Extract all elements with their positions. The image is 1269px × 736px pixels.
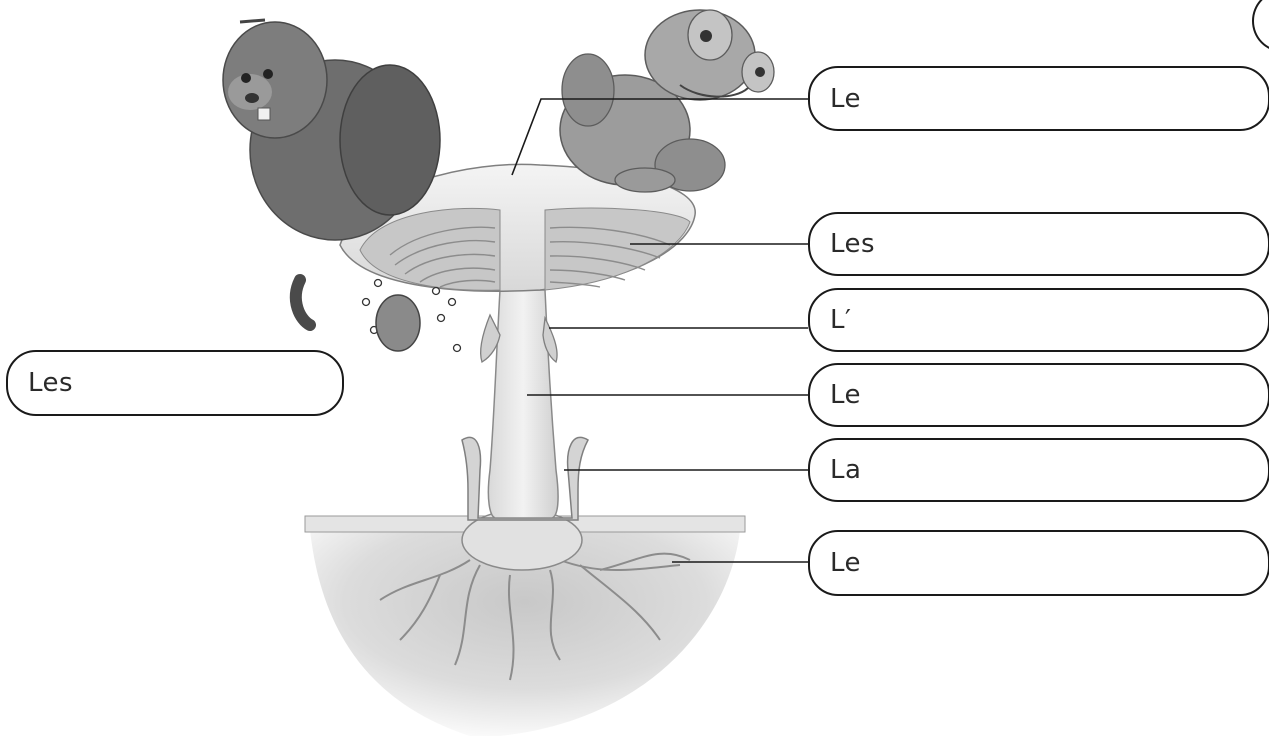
label-box-cap[interactable]: Le: [808, 66, 1269, 131]
label-box-mycelium[interactable]: Le: [808, 530, 1269, 596]
label-text-stem: Le: [830, 380, 861, 410]
frog-character: [560, 10, 774, 192]
label-text-cap: Le: [830, 84, 861, 114]
label-text-gills: Les: [830, 229, 875, 259]
label-box-gills[interactable]: Les: [808, 212, 1269, 276]
label-text-volva: La: [830, 455, 861, 485]
label-text-ring: L′: [830, 305, 851, 335]
label-box-stem[interactable]: Le: [808, 363, 1269, 427]
label-text-mycelium: Le: [830, 548, 861, 578]
label-box-spores[interactable]: Les: [6, 350, 344, 416]
label-text-spores: Les: [28, 368, 73, 398]
beaver-character: [223, 20, 440, 351]
label-box-ring[interactable]: L′: [808, 288, 1269, 352]
label-box-volva[interactable]: La: [808, 438, 1269, 502]
